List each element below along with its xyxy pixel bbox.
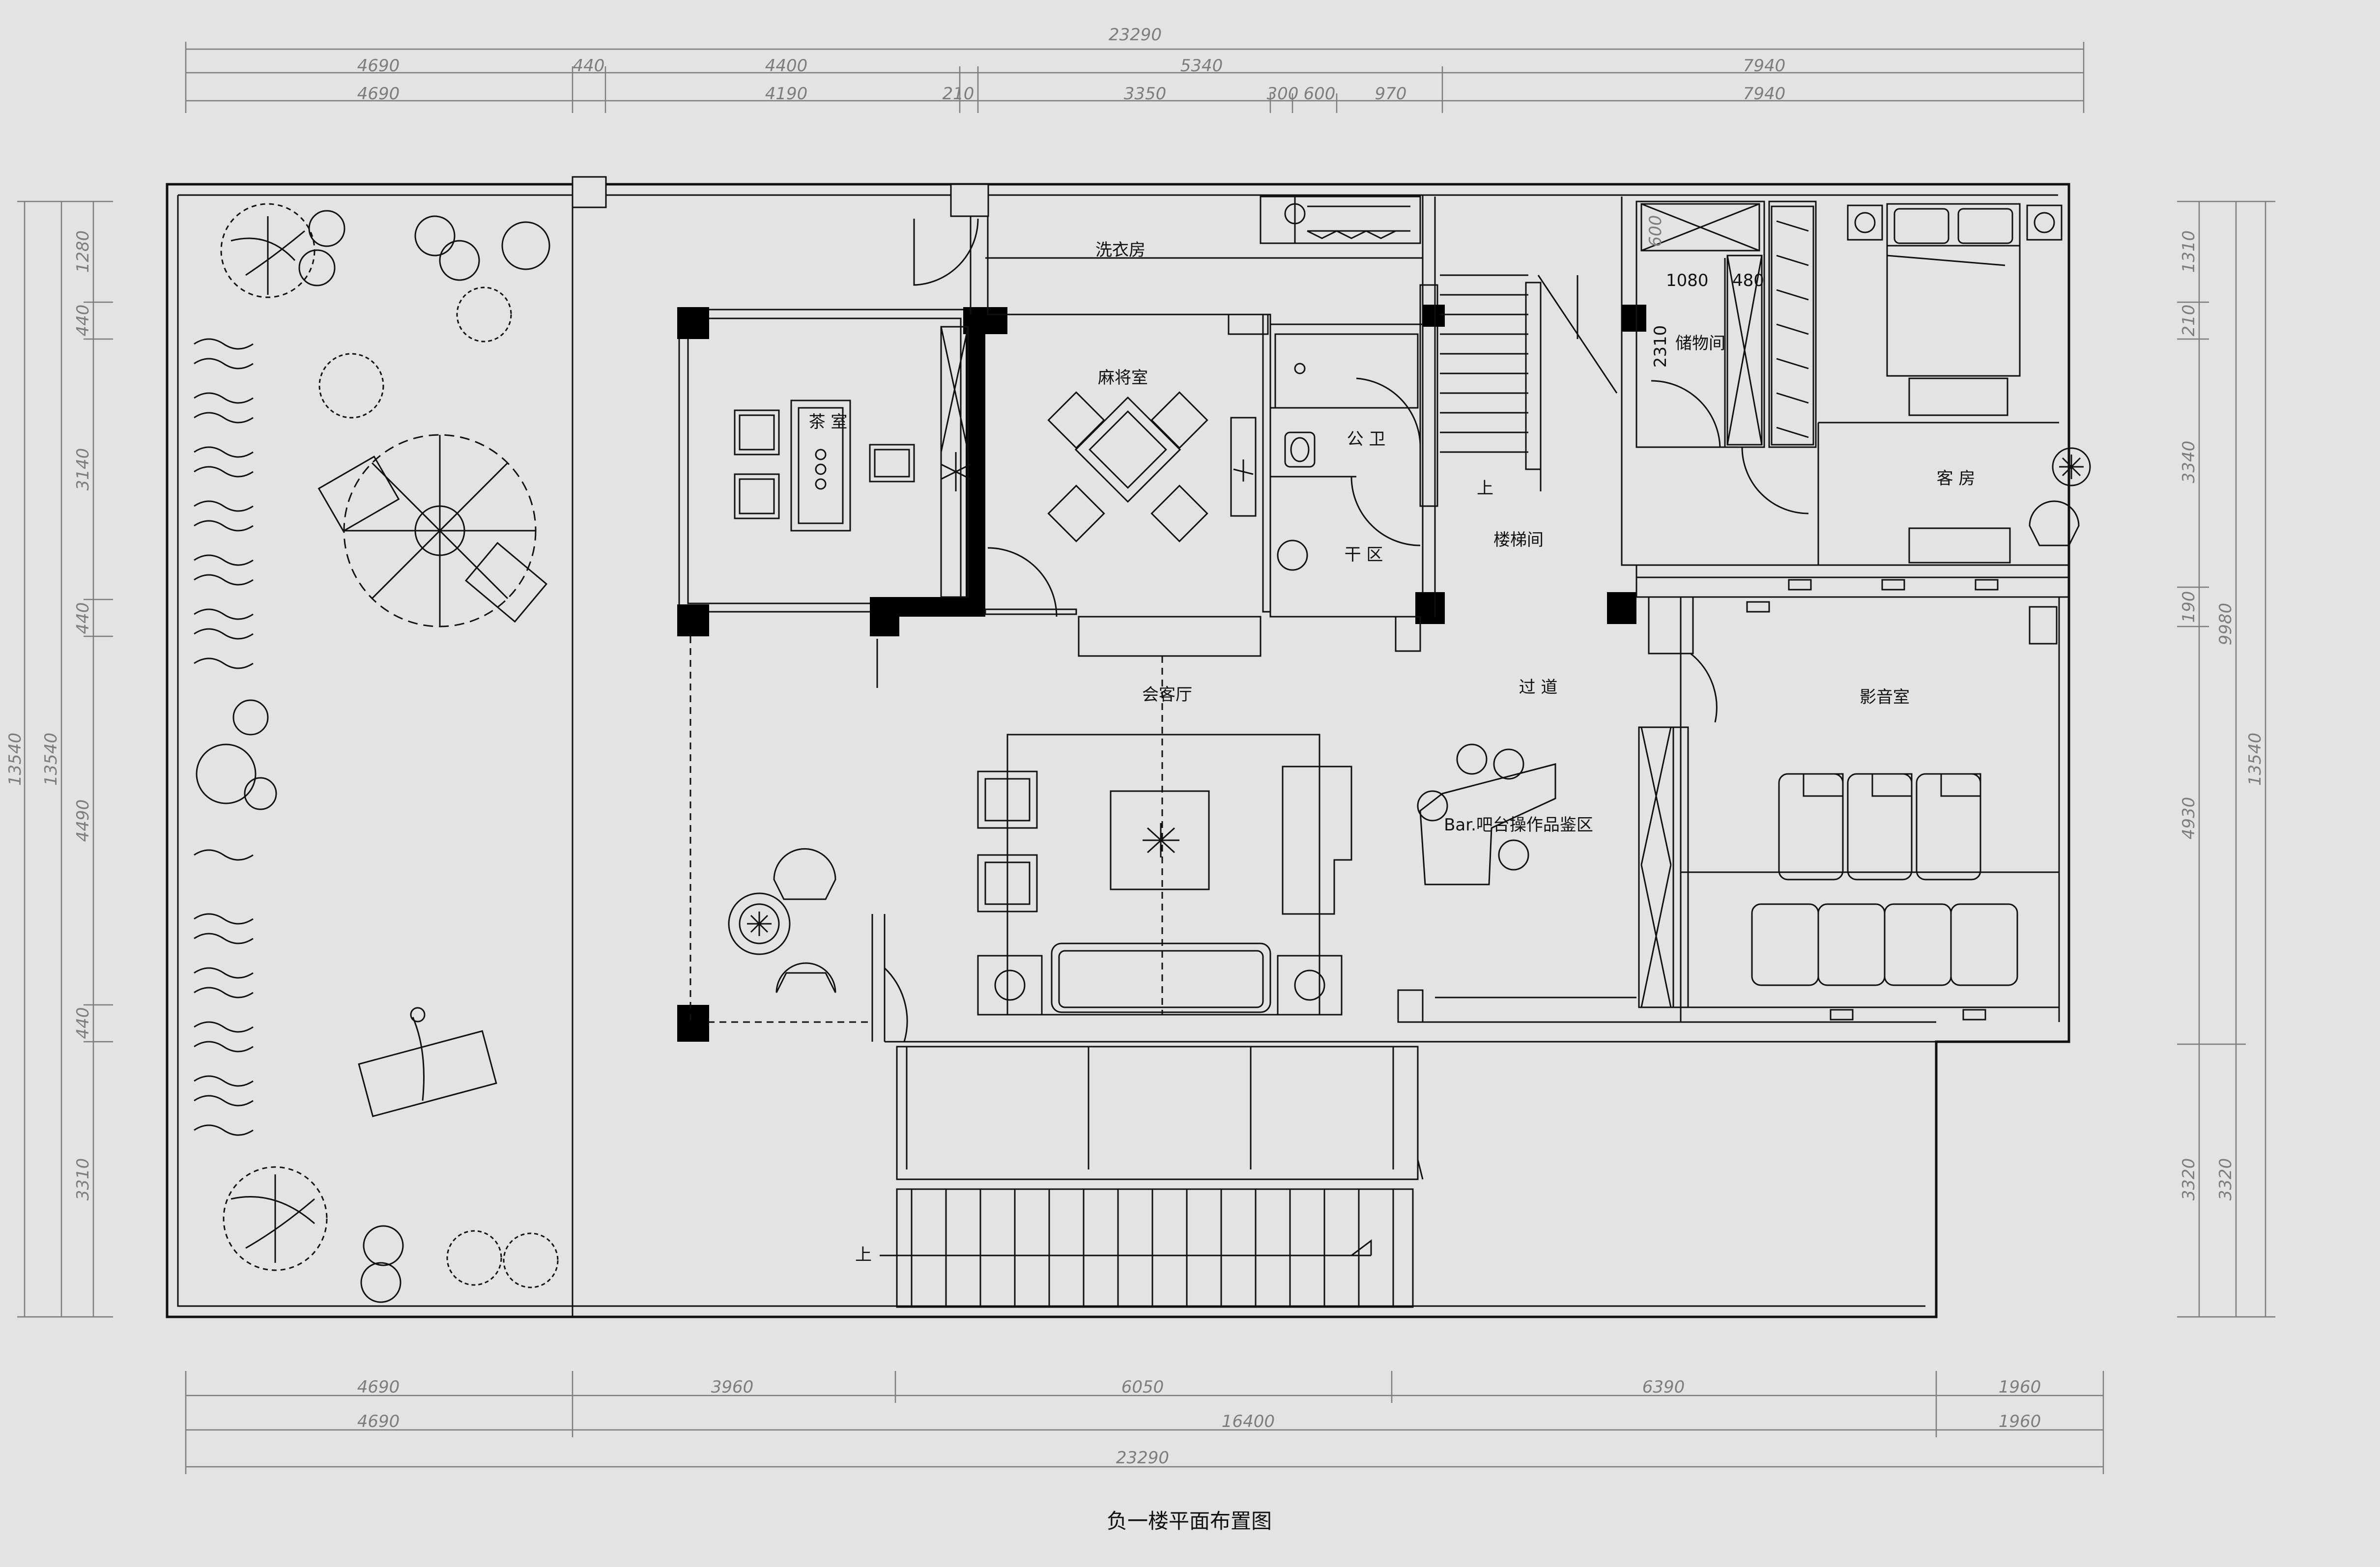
- dim-storage-600: 600: [1646, 215, 1665, 247]
- dim-top-1-d: 5340: [1180, 56, 1223, 76]
- patio-seating: [728, 848, 836, 993]
- dim-left-seg-b: 440: [73, 305, 93, 337]
- storage-shelves: 600 1080 480 2310: [1640, 203, 1814, 446]
- dim-top-1-c: 4400: [765, 56, 808, 76]
- dim-storage-2310: 2310: [1651, 325, 1670, 368]
- dim-top-2-e: 300: [1267, 84, 1299, 104]
- dim-left-outer: 13540: [5, 733, 25, 786]
- laundry-fixtures: [1260, 196, 1421, 244]
- dim-left-seg-c: 3140: [73, 448, 93, 491]
- patio-umbrella: [317, 434, 548, 627]
- dim-bottom-2-b: 16400: [1222, 1412, 1275, 1431]
- dim-left-seg-e: 4490: [73, 799, 93, 842]
- tea-room-furniture: [734, 326, 971, 598]
- dim-bottom-1-d: 6390: [1642, 1377, 1685, 1397]
- theater-seating: [1681, 579, 2059, 1021]
- dim-right-seg-e: 4930: [2179, 797, 2199, 840]
- dim-right-seg-b: 210: [2179, 305, 2199, 337]
- outer-walls: [166, 176, 2070, 1318]
- dim-right-middle-a: 9980: [2216, 603, 2236, 646]
- dim-top-2-d: 3350: [1124, 84, 1167, 104]
- dim-left-seg-g: 3310: [73, 1158, 93, 1201]
- guest-room-furniture: [1847, 203, 2091, 564]
- interior-walls: [677, 183, 2070, 1043]
- dim-bottom-1-b: 3960: [711, 1377, 754, 1397]
- toilet-fixtures: [1274, 333, 1419, 571]
- dim-bottom-2-c: 1960: [1999, 1412, 2041, 1431]
- dimension-texts: 23290 4690 440 4400 5340 7940 4690 4190 …: [5, 25, 2265, 1468]
- dim-left-seg-a: 1280: [73, 230, 93, 273]
- label-toilet: 公 卫: [1347, 429, 1386, 449]
- garden-plants: [194, 203, 559, 1303]
- dimension-lines: [17, 42, 2275, 1474]
- label-laundry: 洗衣房: [1095, 240, 1146, 260]
- dim-left-middle: 13540: [41, 733, 61, 786]
- dim-storage-1080: 1080: [1666, 271, 1709, 290]
- dim-top-2-c: 210: [943, 84, 975, 104]
- dim-top-2-g: 970: [1375, 84, 1407, 104]
- tree-cluster-top: [220, 203, 550, 419]
- lounge-chair: [358, 1007, 497, 1117]
- dim-right-outer: 13540: [2245, 733, 2265, 786]
- tree-cluster-bottom: [223, 1166, 559, 1303]
- dim-bottom-1-e: 1960: [1999, 1377, 2041, 1397]
- shrub-column: [194, 338, 254, 1136]
- mahjong-table: [1047, 391, 1257, 542]
- ramp-up-marker: 上: [855, 1245, 872, 1265]
- label-bar: Bar.吧台操作品鉴区: [1444, 815, 1593, 835]
- staircase: 上: [1440, 274, 1618, 498]
- dim-top-2-f: 600: [1304, 84, 1336, 104]
- label-theater: 影音室: [1860, 687, 1910, 707]
- drawing-title: 负一楼平面布置图: [1107, 1509, 1272, 1533]
- dim-top-2-h: 7940: [1743, 84, 1786, 104]
- dim-bottom-1-c: 6050: [1121, 1377, 1164, 1397]
- dim-top-1-b: 440: [573, 56, 605, 76]
- living-room-furniture: [977, 656, 1352, 1016]
- label-tea-room: 茶 室: [809, 412, 848, 432]
- dim-bottom-1-a: 4690: [357, 1377, 400, 1397]
- dim-right-seg-d: 190: [2179, 591, 2199, 623]
- dim-top-1-e: 7940: [1743, 56, 1786, 76]
- dim-top-total: 23290: [1109, 25, 1162, 45]
- dim-top-2-a: 4690: [357, 84, 400, 104]
- dim-top-1-a: 4690: [357, 56, 400, 76]
- bar-counter: [1417, 743, 1556, 885]
- dim-storage-480: 480: [1732, 271, 1764, 290]
- label-living: 会客厅: [1142, 685, 1192, 705]
- dim-bottom-2-a: 4690: [357, 1412, 400, 1431]
- dim-right-middle-b: 3320: [2216, 1158, 2236, 1201]
- label-dry-zone: 干 区: [1345, 545, 1383, 565]
- dim-left-seg-d: 440: [73, 602, 93, 634]
- outdoor-stairs: 上: [855, 1046, 1424, 1308]
- dim-left-seg-f: 440: [73, 1007, 93, 1039]
- dim-top-2-b: 4190: [765, 84, 808, 104]
- label-corridor: 过 道: [1519, 678, 1558, 697]
- label-guest-room: 客 房: [1937, 469, 1976, 488]
- dim-right-seg-c: 3340: [2179, 441, 2199, 484]
- dim-right-seg-a: 1310: [2179, 230, 2199, 273]
- dim-bottom-total: 23290: [1116, 1448, 1169, 1468]
- room-labels: 洗衣房 茶 室 麻将室 公 卫 干 区 楼梯间 储物间 客 房 会客厅 过 道 …: [809, 240, 1976, 835]
- label-stairwell: 楼梯间: [1493, 530, 1544, 550]
- dim-right-seg-f: 3320: [2179, 1158, 2199, 1201]
- label-mahjong: 麻将室: [1098, 368, 1148, 388]
- round-planters: [196, 699, 277, 810]
- door-swings: [876, 218, 1809, 1042]
- label-storage: 储物间: [1675, 334, 1725, 353]
- stair-up-marker: 上: [1477, 479, 1493, 498]
